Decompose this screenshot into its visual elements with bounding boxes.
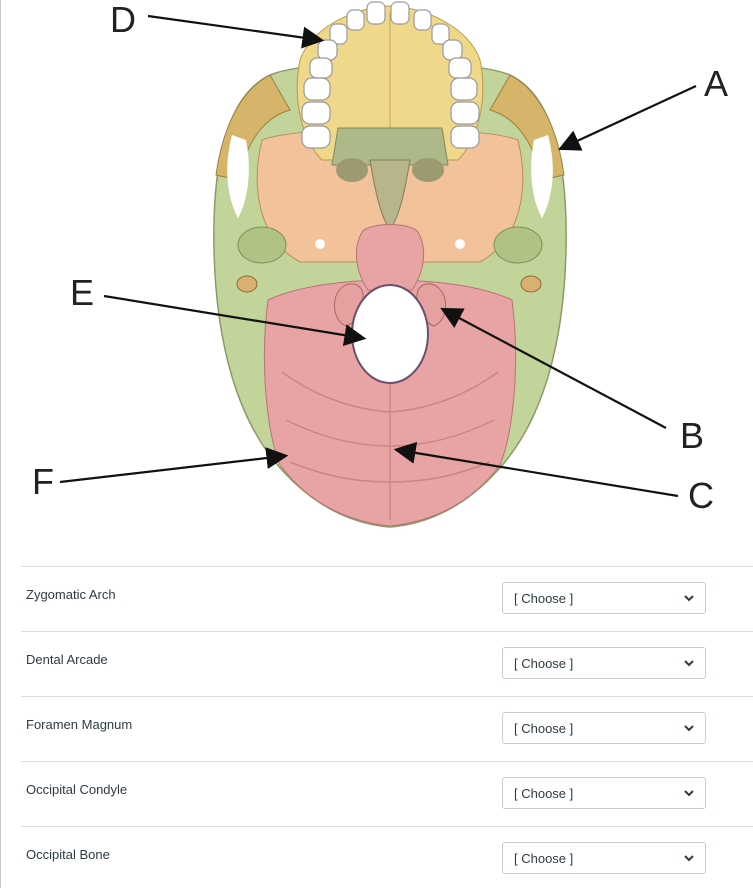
label-e: E: [70, 272, 94, 313]
answer-select[interactable]: [ Choose ]: [502, 582, 706, 614]
basilar-occipital: [355, 224, 425, 291]
arrow-d: [147, 14, 325, 49]
question-label: Occipital Bone: [26, 847, 110, 862]
label-a: A: [704, 63, 728, 104]
palatine: [331, 127, 449, 166]
mandibular-fossa-left: [237, 226, 287, 264]
question-label: Foramen Magnum: [26, 717, 133, 732]
answer-select[interactable]: [ Choose ]: [502, 647, 706, 679]
arrow-c: [393, 441, 679, 498]
chevron-down-icon: [684, 595, 694, 602]
arrow-e: [103, 294, 367, 347]
question-row: Occipital Bone [ Choose ]: [21, 826, 753, 889]
leader-arrows: [59, 14, 697, 498]
answer-select[interactable]: [ Choose ]: [502, 842, 706, 874]
answer-select[interactable]: [ Choose ]: [502, 777, 706, 809]
matching-question-list: Zygomatic Arch [ Choose ] Dental Arcade …: [21, 566, 753, 889]
skull-illustration: D A E B F C: [32, 0, 728, 528]
chevron-down-icon: [684, 855, 694, 862]
question-row: Dental Arcade [ Choose ]: [21, 631, 753, 696]
mandibular-fossa-right: [493, 226, 543, 264]
label-c: C: [688, 475, 714, 516]
label-b: B: [680, 415, 704, 456]
temporal-fossa-left: [227, 135, 249, 218]
select-value: [ Choose ]: [514, 656, 574, 671]
temporal-fossa-right: [531, 135, 553, 218]
question-label: Dental Arcade: [26, 652, 108, 667]
arrow-b: [440, 307, 667, 429]
select-value: [ Choose ]: [514, 591, 574, 606]
select-value: [ Choose ]: [514, 721, 574, 736]
foramen-magnum: [351, 284, 429, 384]
skull-diagram: D A E B F C: [32, 0, 728, 528]
chevron-down-icon: [684, 660, 694, 667]
select-value: [ Choose ]: [514, 851, 574, 866]
question-label: Occipital Condyle: [26, 782, 128, 797]
question-row: Zygomatic Arch [ Choose ]: [21, 566, 753, 631]
select-value: [ Choose ]: [514, 786, 574, 801]
chevron-down-icon: [684, 725, 694, 732]
label-f: F: [32, 461, 54, 502]
arrow-f: [59, 447, 289, 484]
label-d: D: [110, 0, 136, 40]
question-row: Foramen Magnum [ Choose ]: [21, 696, 753, 761]
left-border: [0, 0, 1, 888]
chevron-down-icon: [684, 790, 694, 797]
question-row: Occipital Condyle [ Choose ]: [21, 761, 753, 826]
arrow-a: [558, 85, 697, 151]
dental-arcade: [301, 1, 480, 149]
question-label: Zygomatic Arch: [26, 587, 116, 602]
answer-select[interactable]: [ Choose ]: [502, 712, 706, 744]
